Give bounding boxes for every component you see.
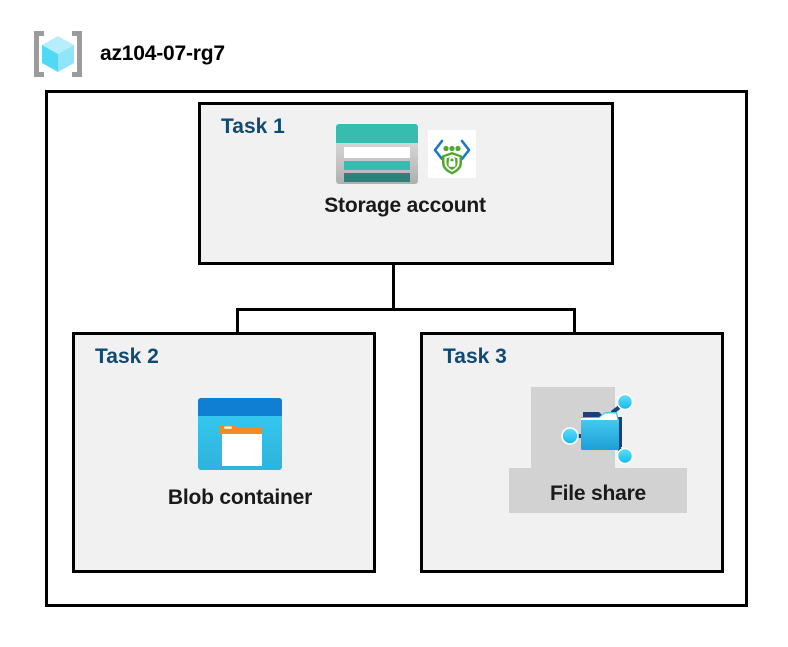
node-blob-container[interactable]: Blob container bbox=[150, 388, 330, 510]
connector-horizontal-bar bbox=[236, 308, 576, 311]
file-share-icon-row bbox=[559, 387, 637, 471]
node-storage-account[interactable]: Storage account bbox=[290, 118, 520, 218]
task-2-label: Task 2 bbox=[95, 345, 159, 368]
resource-group-title: az104-07-rg7 bbox=[100, 42, 225, 65]
connector-storage-trunk bbox=[392, 265, 395, 311]
secure-private-endpoint-icon bbox=[428, 130, 476, 178]
file-share-label-plate bbox=[509, 468, 687, 513]
task-3-label: Task 3 bbox=[443, 345, 507, 368]
storage-account-caption: Storage account bbox=[324, 194, 486, 217]
file-share-icon bbox=[559, 390, 637, 468]
blob-container-icon bbox=[195, 394, 285, 474]
storage-account-icon bbox=[334, 122, 420, 186]
storage-account-icon-row bbox=[334, 118, 476, 190]
blob-container-icon-row bbox=[195, 388, 285, 480]
task-1-label: Task 1 bbox=[221, 115, 285, 138]
node-file-share[interactable]: File share bbox=[509, 387, 687, 507]
resource-group-header: az104-07-rg7 bbox=[30, 28, 225, 80]
resource-group-cube-icon bbox=[30, 28, 86, 80]
file-share-caption: File share bbox=[549, 482, 647, 505]
blob-container-caption: Blob container bbox=[167, 486, 313, 509]
